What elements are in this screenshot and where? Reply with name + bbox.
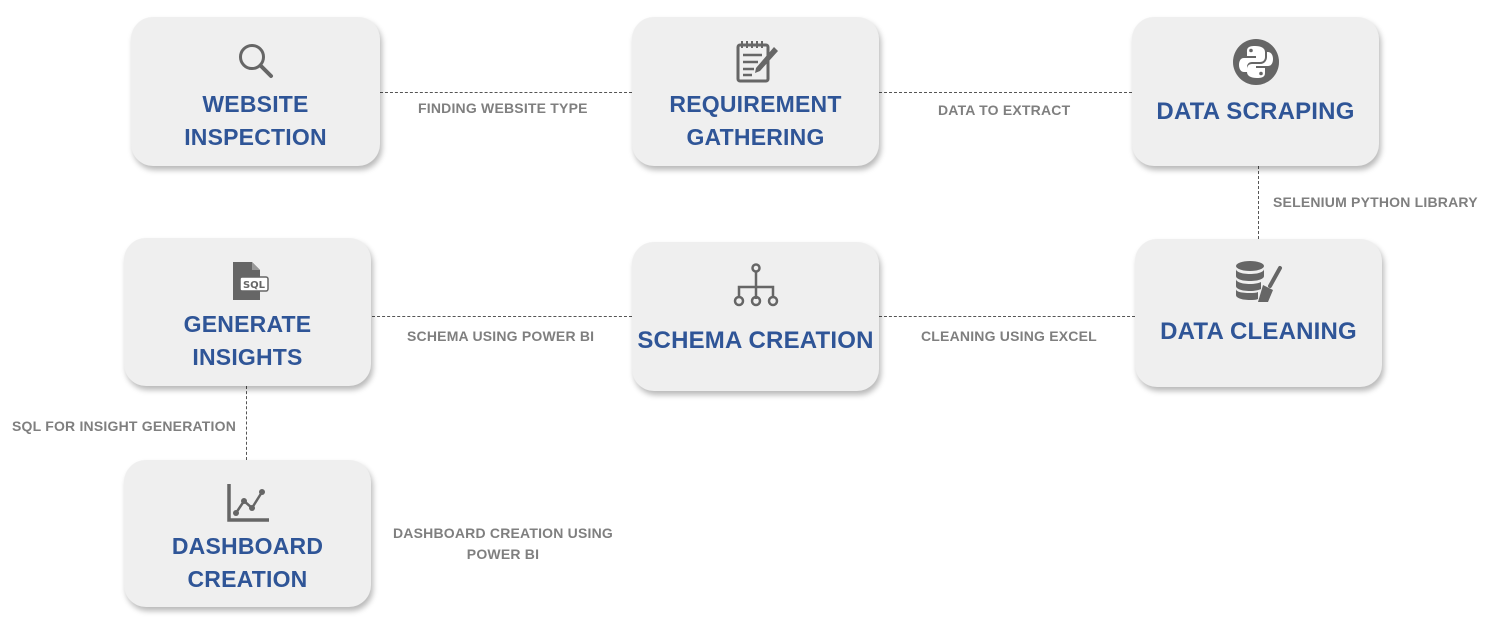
step-title-line-2: INSIGHTS — [192, 344, 303, 370]
connector-line-inspection-requirement — [380, 92, 632, 93]
connector-label-data-to-extract: DATA TO EXTRACT — [938, 102, 1071, 118]
step-data-cleaning: DATA CLEANING — [1135, 239, 1382, 387]
step-schema-creation: SCHEMA CREATION — [632, 242, 879, 391]
connector-label-cleaning-using-excel: CLEANING USING EXCEL — [921, 328, 1097, 344]
step-title: WEBSITE INSPECTION — [184, 88, 327, 154]
connector-line-schema-insights — [372, 316, 632, 317]
line-chart-icon — [221, 476, 275, 530]
connector-label-finding-website-type: FINDING WEBSITE TYPE — [418, 100, 588, 116]
step-requirement-gathering: REQUIREMENT GATHERING — [632, 17, 879, 166]
svg-text:SQL: SQL — [242, 280, 265, 291]
step-title: GENERATE INSIGHTS — [184, 308, 312, 374]
step-title-line-1: WEBSITE — [202, 90, 309, 117]
step-title-line-1: GENERATE — [183, 311, 312, 337]
step-title-line-2: GATHERING — [686, 123, 825, 150]
step-data-scraping: DATA SCRAPING — [1132, 17, 1379, 166]
step-website-inspection: WEBSITE INSPECTION — [131, 17, 380, 166]
connector-line-cleaning-schema — [879, 316, 1135, 317]
step-title: SCHEMA CREATION — [637, 324, 873, 357]
step-generate-insights: SQL GENERATE INSIGHTS — [124, 238, 371, 386]
step-title: DASHBOARD CREATION — [172, 530, 323, 596]
connector-label-line-2: POWER BI — [466, 546, 540, 562]
step-title-line-2: INSPECTION — [184, 123, 327, 150]
step-title-line-1: DASHBOARD — [171, 532, 324, 559]
hierarchy-icon — [729, 260, 783, 310]
python-icon — [1229, 37, 1283, 87]
database-broom-icon — [1232, 257, 1286, 307]
magnifier-icon — [229, 34, 283, 88]
step-title: DATA SCRAPING — [1156, 95, 1354, 128]
connector-label-line-1: DASHBOARD CREATION USING — [393, 525, 613, 541]
connector-label-dashboard-creation-using: DASHBOARD CREATION USING POWER BI — [393, 523, 613, 565]
connector-label-schema-using-power-bi: SCHEMA USING POWER BI — [407, 328, 595, 344]
connector-line-requirement-scraping — [879, 92, 1132, 93]
step-title-line-2: CREATION — [187, 565, 308, 592]
sql-file-icon: SQL — [221, 254, 275, 308]
connector-line-insights-dashboard — [246, 386, 247, 460]
step-dashboard-creation: DASHBOARD CREATION — [124, 460, 371, 607]
connector-label-sql-for-insight: SQL FOR INSIGHT GENERATION — [12, 418, 237, 434]
connector-line-scraping-cleaning — [1258, 166, 1259, 239]
step-title-line-1: DATA CLEANING — [1160, 318, 1357, 345]
connector-label-selenium: SELENIUM PYTHON LIBRARY — [1273, 194, 1478, 210]
step-title: DATA CLEANING — [1160, 315, 1357, 348]
step-title: REQUIREMENT GATHERING — [669, 88, 841, 154]
step-title-line-1: SCHEMA CREATION — [637, 327, 874, 354]
notepad-icon — [729, 34, 783, 88]
step-title-line-1: REQUIREMENT — [669, 90, 842, 117]
step-title-line-1: DATA SCRAPING — [1156, 98, 1355, 125]
